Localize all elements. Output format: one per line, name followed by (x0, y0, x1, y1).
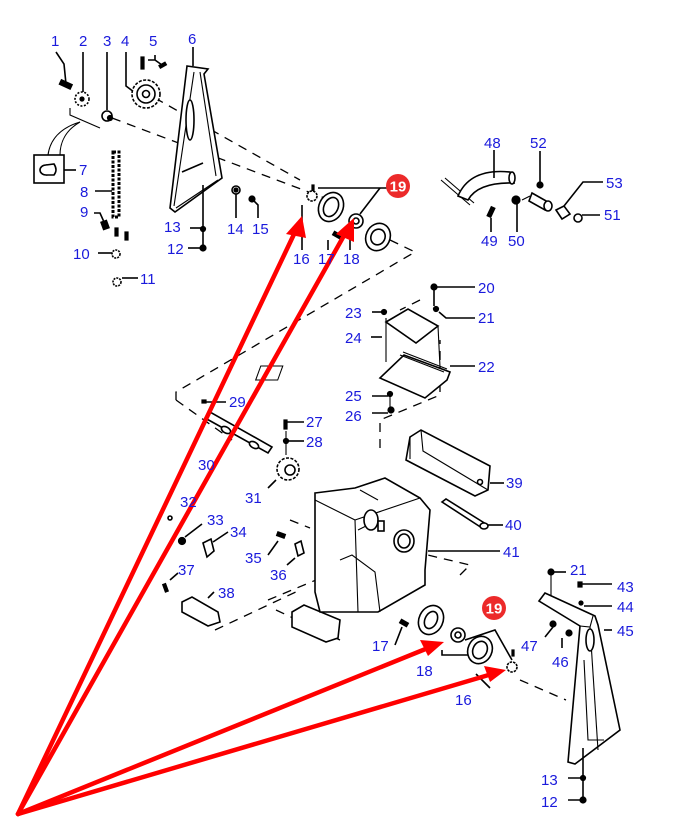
label-38: 38 (218, 585, 235, 602)
label-12-lower: 12 (541, 794, 558, 811)
label-49: 49 (481, 233, 498, 250)
label-22: 22 (478, 359, 495, 376)
label-51: 51 (604, 207, 621, 224)
label-16-upper: 16 (293, 251, 310, 268)
label-16-lower: 16 (455, 692, 472, 709)
label-10: 10 (73, 246, 90, 263)
label-25: 25 (345, 388, 362, 405)
label-36: 36 (270, 567, 287, 584)
shaft-group (201, 399, 304, 489)
label-13-lower: 13 (541, 772, 558, 789)
label-45: 45 (617, 623, 634, 640)
arrowhead-upper-16 (286, 216, 306, 238)
label-13-upper: 13 (164, 219, 181, 236)
part-10-clip (98, 249, 121, 259)
part-45-lower-bracket (537, 568, 621, 804)
part-labels: 1 2 3 4 5 6 7 8 9 10 11 12 13 14 15 16 1… (51, 31, 634, 811)
label-43: 43 (617, 579, 634, 596)
label-46: 46 (552, 654, 569, 671)
label-52: 52 (530, 135, 547, 152)
highlight-badge-top[interactable]: 19 (386, 174, 410, 198)
label-7: 7 (79, 162, 87, 179)
cover-plate-group (254, 283, 475, 414)
part-3-hub (69, 52, 114, 129)
label-14: 14 (227, 221, 244, 238)
label-17-lower: 17 (372, 638, 389, 655)
part-1-bolt (55, 51, 74, 91)
label-34: 34 (230, 524, 247, 541)
arrowhead-lower-16 (484, 666, 506, 682)
label-23: 23 (345, 305, 362, 322)
annotation-arrows (15, 216, 506, 817)
part-41-gearbox-housing (314, 429, 504, 613)
arrowhead-lower-18 (420, 640, 444, 656)
label-17-upper: 17 (318, 251, 335, 268)
label-50: 50 (508, 233, 525, 250)
part-6-upper-bracket (169, 47, 259, 252)
part-8-chain (95, 150, 121, 219)
label-53: 53 (606, 175, 623, 192)
label-3: 3 (103, 33, 111, 50)
label-32: 32 (180, 494, 197, 511)
label-33: 33 (207, 512, 224, 529)
label-40: 40 (505, 517, 522, 534)
label-1: 1 (51, 33, 59, 50)
upper-bearing-kit (301, 184, 392, 252)
label-39: 39 (506, 475, 523, 492)
label-37: 37 (178, 562, 195, 579)
label-31: 31 (245, 490, 262, 507)
label-4: 4 (121, 33, 129, 50)
label-12-upper: 12 (167, 241, 184, 258)
part-4-large-sprocket (125, 52, 161, 109)
badge-top-text: 19 (390, 179, 407, 196)
label-15: 15 (252, 221, 269, 238)
small-parts-left (161, 515, 341, 643)
label-24: 24 (345, 330, 362, 347)
part-11-clip (112, 277, 138, 287)
label-9: 9 (80, 204, 88, 221)
drive-sprocket-group (33, 51, 168, 287)
highlight-badge-bottom[interactable]: 19 (482, 596, 506, 620)
label-47: 47 (521, 638, 538, 655)
label-21-upper: 21 (478, 310, 495, 327)
label-29: 29 (229, 394, 246, 411)
label-28: 28 (306, 434, 323, 451)
arrowhead-upper-18 (336, 218, 354, 242)
label-30: 30 (198, 457, 215, 474)
arrow-to-upper-18 (15, 229, 349, 817)
part-7-bushing-detail (33, 121, 81, 184)
label-21-lower: 21 (570, 562, 587, 579)
label-6: 6 (188, 31, 196, 48)
label-20: 20 (478, 280, 495, 297)
label-35: 35 (245, 550, 262, 567)
badge-bottom-text: 19 (486, 601, 503, 618)
label-5: 5 (149, 33, 157, 50)
lower-bearing-kit (394, 604, 518, 689)
arrow-to-lower-16 (15, 671, 495, 817)
label-11: 11 (140, 271, 156, 288)
arrow-to-upper-16 (15, 227, 299, 817)
part-5-bolts (140, 55, 168, 70)
label-18-upper: 18 (343, 251, 360, 268)
label-27: 27 (306, 414, 323, 431)
label-2: 2 (79, 33, 87, 50)
part-9-link (94, 212, 129, 241)
hose-fitting-group (440, 150, 603, 232)
label-44: 44 (617, 599, 634, 616)
label-41: 41 (503, 544, 520, 561)
arrow-to-lower-18 (15, 645, 431, 817)
part-2-sprocket (74, 52, 90, 107)
label-8: 8 (80, 184, 88, 201)
label-48: 48 (484, 135, 501, 152)
label-26: 26 (345, 408, 362, 425)
label-18-lower: 18 (416, 663, 433, 680)
